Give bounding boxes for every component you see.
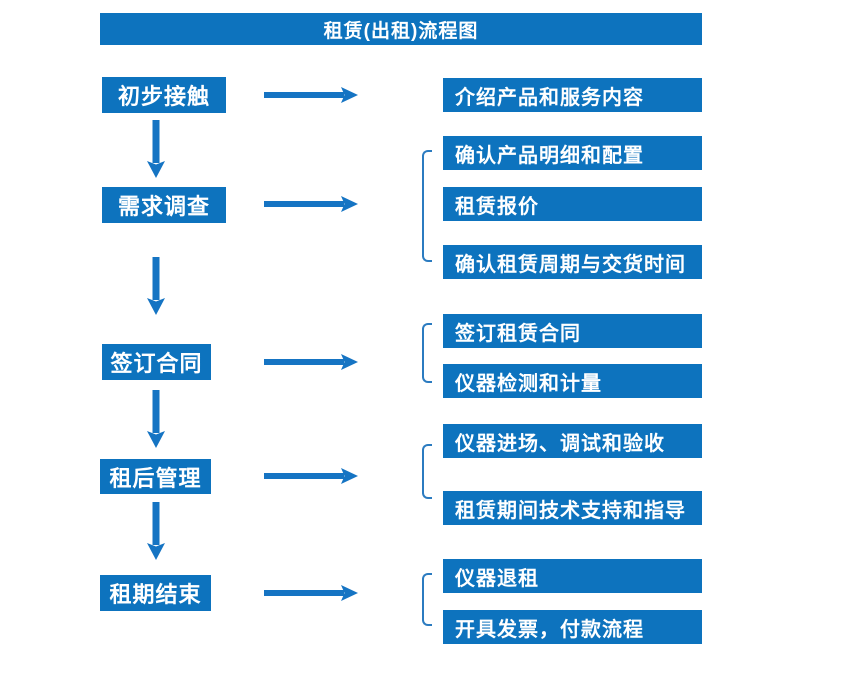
left-bracket-icon — [422, 573, 432, 626]
step-box-rental-end: 租期结束 — [100, 575, 211, 611]
detail-box-confirm-product-details: 确认产品明细和配置 — [443, 136, 702, 170]
step-label: 租后管理 — [109, 465, 202, 491]
detail-box-confirm-rental-period-delivery: 确认租赁周期与交货时间 — [443, 245, 702, 279]
down-arrow-icon — [147, 120, 165, 178]
detail-label: 确认产品明细和配置 — [455, 144, 644, 167]
detail-label: 确认租赁周期与交货时间 — [455, 253, 686, 276]
detail-box-invoice-payment-process: 开具发票，付款流程 — [443, 610, 702, 644]
detail-label: 仪器退租 — [455, 567, 539, 590]
step-label: 租期结束 — [109, 582, 202, 607]
left-bracket-icon — [422, 444, 432, 499]
step-box-sign-contract: 签订合同 — [102, 344, 211, 380]
detail-box-introduce-products-services: 介绍产品和服务内容 — [443, 78, 702, 112]
down-arrow-icon — [147, 257, 165, 315]
detail-label: 租赁报价 — [455, 195, 539, 218]
step-label: 需求调查 — [117, 194, 210, 219]
right-arrow-icon — [264, 354, 358, 370]
left-bracket-icon — [422, 150, 432, 262]
right-arrow-icon — [264, 87, 358, 103]
right-arrow-icon — [264, 585, 358, 601]
right-arrow-icon — [264, 468, 358, 484]
step-label: 签订合同 — [110, 351, 203, 376]
detail-box-instrument-testing-measurement: 仪器检测和计量 — [443, 364, 702, 398]
left-bracket-icon — [422, 323, 432, 383]
detail-box-rental-quotation: 租赁报价 — [443, 187, 702, 221]
detail-box-instrument-entry-debug-acceptance: 仪器进场、调试和验收 — [443, 424, 702, 458]
detail-label: 仪器进场、调试和验收 — [455, 432, 665, 455]
detail-label: 开具发票，付款流程 — [455, 618, 644, 641]
detail-box-instrument-return: 仪器退租 — [443, 559, 702, 593]
step-box-demand-survey: 需求调查 — [102, 187, 226, 223]
down-arrow-icon — [147, 502, 165, 560]
step-box-post-rental-management: 租后管理 — [100, 459, 211, 494]
detail-label: 介绍产品和服务内容 — [455, 86, 644, 109]
page-title: 租赁(出租)流程图 — [100, 13, 702, 45]
down-arrow-icon — [147, 390, 165, 448]
detail-label: 仪器检测和计量 — [455, 372, 602, 395]
detail-box-sign-rental-contract: 签订租赁合同 — [443, 314, 702, 348]
detail-box-technical-support-guidance: 租赁期间技术支持和指导 — [443, 491, 702, 525]
right-arrow-icon — [264, 196, 358, 212]
step-label: 初步接触 — [117, 84, 210, 109]
detail-label: 签订租赁合同 — [455, 322, 581, 345]
page-title-text: 租赁(出租)流程图 — [323, 20, 479, 42]
step-box-initial-contact: 初步接触 — [102, 77, 226, 113]
detail-label: 租赁期间技术支持和指导 — [455, 499, 686, 522]
